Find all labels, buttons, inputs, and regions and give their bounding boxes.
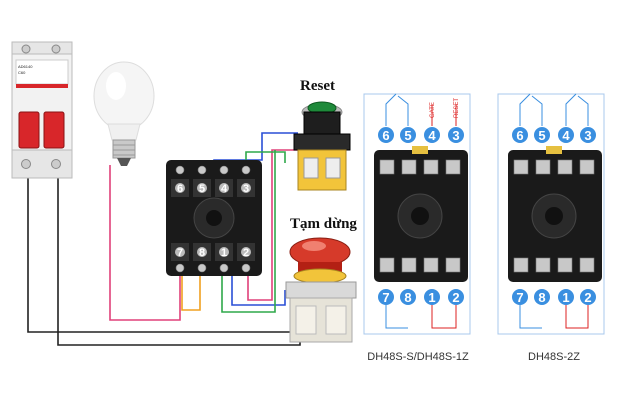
- main-pin-7: 7: [177, 247, 183, 259]
- main-pin-5: 5: [199, 183, 205, 195]
- circuit-breaker: AD6140 C60: [11, 41, 73, 179]
- wire-pink-2: [247, 149, 300, 301]
- wire-green-2: [221, 150, 276, 313]
- left-pin-4: 4: [428, 128, 436, 143]
- main-pin-3: 3: [243, 183, 249, 195]
- right-pin-8: 8: [538, 290, 545, 305]
- main-pin-6: 6: [177, 183, 183, 195]
- wire-blue-2: [231, 263, 286, 306]
- left-pin-7: 7: [382, 290, 389, 305]
- right-timer-socket: 6 5 4 3 7 8 1 2 DH48S-2Z: [497, 93, 605, 363]
- right-pin-5: 5: [538, 128, 545, 143]
- right-pin-1: 1: [562, 290, 569, 305]
- left-top-pin-circles: 6 5 4 3: [378, 127, 464, 143]
- left-bottom-pin-circles: 7 8 1 2: [378, 289, 464, 305]
- light-bulb-icon: [93, 61, 155, 166]
- right-pin-2: 2: [584, 290, 591, 305]
- left-pin-5: 5: [404, 128, 411, 143]
- wire-orange-1: [181, 263, 201, 311]
- right-top-pin-circles: 6 5 4 3: [512, 127, 596, 143]
- stop-label: Tạm dừng: [290, 216, 357, 232]
- left-pin-1: 1: [428, 290, 435, 305]
- wire-pink-1: [109, 165, 181, 321]
- main-pin-8: 8: [199, 247, 205, 259]
- right-pin-4: 4: [562, 128, 570, 143]
- left-pin-3: 3: [452, 128, 459, 143]
- reset-small-label: RESET: [454, 98, 460, 118]
- right-bottom-pin-circles: 7 8 1 2: [512, 289, 596, 305]
- main-pin-2: 2: [243, 247, 249, 259]
- main-bottom-pins: 7 8 1 2: [171, 243, 255, 261]
- left-model-label: DH48S-S/DH48S-1Z: [367, 351, 469, 363]
- breaker-text-2: C60: [18, 70, 26, 75]
- gate-label: GATE: [430, 102, 436, 118]
- right-pin-6: 6: [516, 128, 523, 143]
- right-pin-7: 7: [516, 290, 523, 305]
- right-model-label: DH48S-2Z: [528, 351, 580, 363]
- breaker-text-1: AD6140: [18, 64, 33, 69]
- left-pin-6: 6: [382, 128, 389, 143]
- reset-label: Reset: [300, 78, 335, 94]
- left-pin-2: 2: [452, 290, 459, 305]
- right-pin-3: 3: [584, 128, 591, 143]
- main-relay-socket: 6 5 4 3 7 8 1 2: [166, 160, 262, 276]
- wire-black-1: [27, 178, 290, 333]
- main-pin-1: 1: [221, 247, 227, 259]
- main-top-pins: 6 5 4 3: [171, 179, 255, 197]
- left-timer-socket: GATE RESET 6 5 4 3 7 8 1 2 DH48S-S/DH48S…: [363, 93, 471, 363]
- main-pin-4: 4: [221, 183, 228, 195]
- stop-button-icon: [285, 237, 357, 343]
- left-pin-8: 8: [404, 290, 411, 305]
- reset-button-icon: [293, 101, 351, 191]
